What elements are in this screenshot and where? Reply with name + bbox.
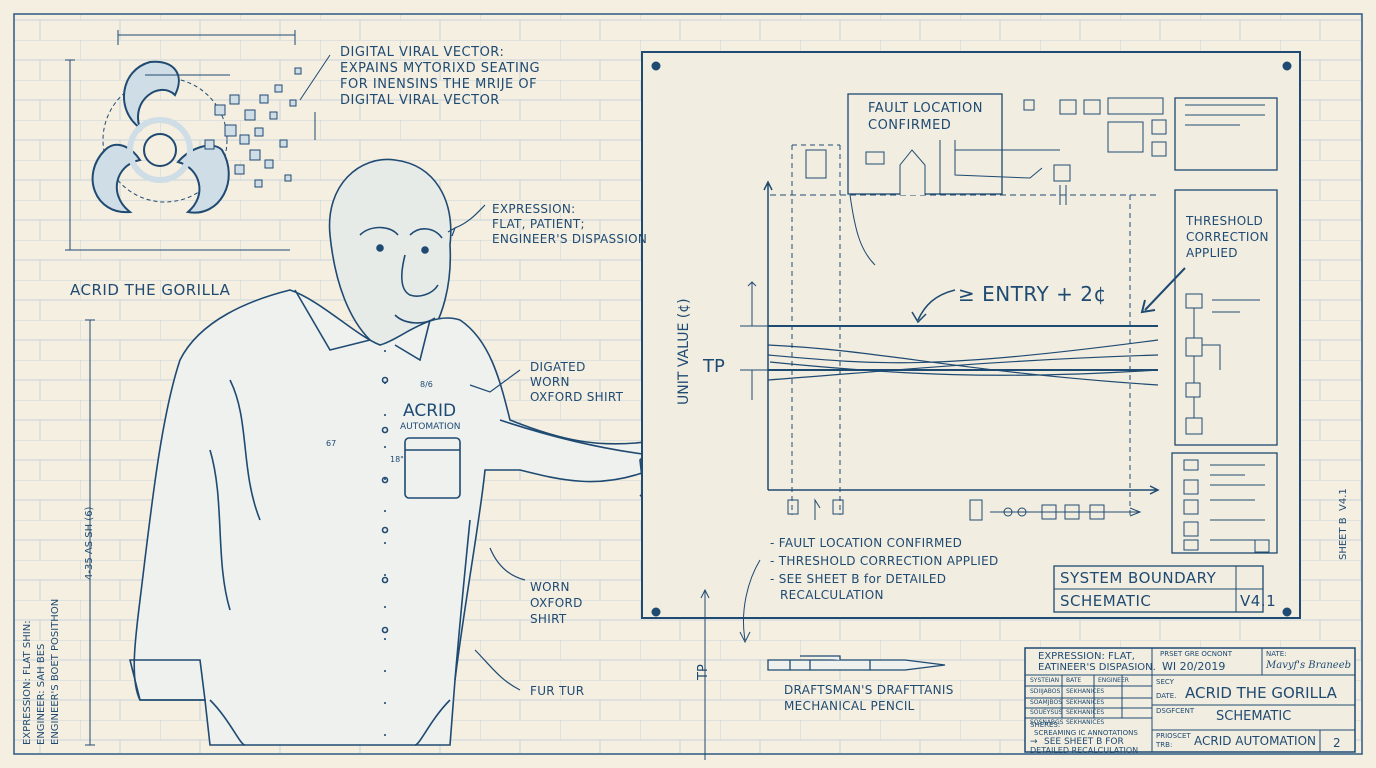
board-note-4: RECALCULATION (780, 588, 884, 602)
tb-expression-1: EXPRESSION: FLAT, (1038, 651, 1135, 662)
dim-pocket-side: 18" (390, 455, 404, 464)
viral-vector-callout-3: FOR INENSINS THE MRIJE OF (340, 77, 538, 92)
tb-grid-cell-2: SEKHANICES (1066, 688, 1105, 695)
tp-axis-label: TP (696, 664, 711, 680)
board-version-label: V4.1 (1240, 592, 1277, 610)
tb-date-label: DATE. (1156, 692, 1177, 700)
tb-note-c: DETAILED RECALCULATION (1030, 746, 1139, 755)
tb-grid-cell-1: SDIIJABOS (1030, 688, 1061, 695)
tp-label: TP (703, 356, 725, 377)
tb-note-a: SCREAMING IC ANNOTATIONS (1034, 729, 1138, 737)
system-boundary-label: SYSTEM BOUNDARY (1060, 569, 1217, 587)
tb-note-arrow-icon: → (1030, 737, 1038, 747)
fur-callout: FUR TUR (530, 684, 585, 698)
tb-prset: PRSET GRE OCNONT (1160, 650, 1233, 658)
tb-grid-head-2: BATE (1066, 677, 1082, 684)
tb-grid-cell-8: SEKHANICES (1066, 719, 1105, 726)
viral-vector-callout-2: EXPAINS MYTORIXD SEATING (340, 61, 541, 76)
tb-grid-head-1: SYSTEIAN (1030, 677, 1060, 684)
tb-grid-cell-3: SOAMJBOS (1030, 699, 1063, 706)
board-note-2: - THRESHOLD CORRECTION APPLIED (770, 554, 999, 568)
sheet-vertical-label: SHEET B V4.1 (1338, 488, 1349, 560)
whiteboard (641, 51, 1301, 760)
tb-date: WI 20/2019 (1162, 660, 1226, 673)
tb-grid-cell-6: SEKHANICES (1066, 709, 1105, 716)
board-note-1: - FAULT LOCATION CONFIRMED (770, 536, 963, 550)
tb-nate-label: NATE: (1266, 650, 1287, 658)
sheet-border (13, 13, 1363, 755)
expression-callout-2: FLAT, PATIENT; (492, 217, 585, 231)
threshold-line-3: APPLIED (1186, 246, 1238, 260)
worn-shirt-1: WORN (530, 580, 570, 594)
tb-proj-label-1: PRIOSCET (1156, 732, 1191, 740)
tb-sheet-number: 2 (1333, 736, 1341, 750)
tb-note-b: SEE SHEET B FOR (1044, 737, 1124, 747)
dim-pocket-top: 8/6 (420, 380, 433, 389)
digated-shirt-2: WORN (530, 375, 570, 389)
entry-threshold-label: ≥ ENTRY + 2¢ (958, 282, 1107, 306)
tb-dsgfcent: DSGFCENT (1156, 707, 1195, 715)
fault-box-line-1: FAULT LOCATION (868, 101, 983, 116)
pocket-sub: AUTOMATION (400, 422, 461, 432)
tb-grid-cell-5: SOUEYSUS (1030, 709, 1063, 716)
pocket-brand: ACRID (403, 401, 457, 421)
digated-shirt-1: DIGATED (530, 360, 586, 374)
y-axis-label: UNIT VALUE (¢) (676, 298, 692, 405)
worn-shirt-2: OXFORD (530, 596, 583, 610)
fault-box-line-2: CONFIRMED (868, 118, 952, 133)
board-note-3: - SEE SHEET B for DETAILED (770, 572, 947, 586)
viral-vector-callout-4: DIGITAL VIRAL VECTOR (340, 93, 500, 108)
mechanical-pencil-icon (767, 655, 946, 671)
viral-vector-callout-1: DIGITAL VIRAL VECTOR: (340, 45, 505, 60)
biohazard-icon (91, 60, 230, 214)
threshold-line-1: THRESHOLD (1186, 214, 1263, 228)
tb-company: ACRID AUTOMATION (1194, 734, 1316, 748)
tb-schematic: SCHEMATIC (1216, 709, 1292, 724)
tb-grid-cell-7: SOSNABGS (1030, 719, 1064, 726)
tb-title: ACRID THE GORILLA (1185, 684, 1337, 702)
threshold-line-2: CORRECTION (1186, 230, 1269, 244)
pencil-caption-1: DRAFTSMAN'S DRAFTTANIS (784, 683, 954, 697)
vertical-note-1: EXPRESSION: FLAT SHIN: (22, 620, 33, 745)
tb-grid-cell-4: SEKHANICES (1066, 699, 1105, 706)
title-block (1024, 647, 1356, 753)
dim-height: 4-35 AS SH (6) (84, 506, 95, 580)
tb-signature: Mavyf's Braneeb (1266, 660, 1352, 671)
board-schematic-label: SCHEMATIC (1060, 592, 1152, 610)
vertical-note-2: ENGINEER: SAH BES (36, 643, 47, 745)
tb-secy: SECY (1156, 678, 1174, 686)
expression-callout-3: ENGINEER'S DISPASSION (492, 232, 648, 246)
tb-proj-label-2: TRB: (1156, 741, 1173, 749)
worn-shirt-3: SHIRT (530, 612, 567, 626)
gorilla-name-label: ACRID THE GORILLA (70, 281, 231, 299)
digated-shirt-3: OXFORD SHIRT (530, 390, 624, 404)
tb-expression-2: EATINEER'S DISPASION. (1038, 662, 1156, 673)
expression-callout-1: EXPRESSION: (492, 202, 576, 216)
dim-left: 67 (326, 439, 337, 448)
vertical-note-3: ENGINEER'S BOET POSITHON (50, 598, 61, 745)
pencil-caption-2: MECHANICAL PENCIL (784, 699, 915, 713)
pixel-fragments (204, 67, 302, 188)
tb-sheres: SHERES: (1030, 721, 1061, 729)
tb-grid-head-3: ENGINEER (1098, 677, 1129, 684)
